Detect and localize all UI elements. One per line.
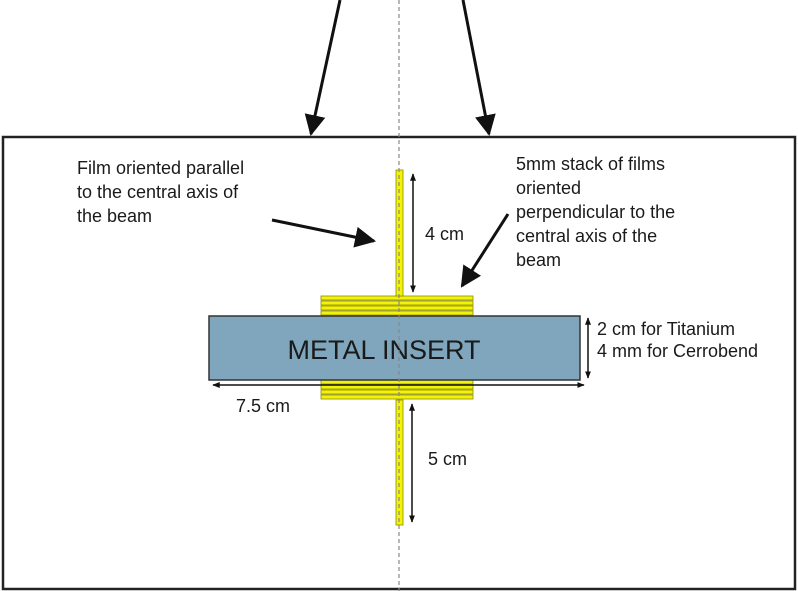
perpendicular-line-3: perpendicular to the [516, 202, 675, 222]
thickness-label: 2 cm for Titanium 4 mm for Cerrobend [597, 319, 758, 361]
lower-film-length-label: 5 cm [428, 449, 467, 469]
thickness-line-2: 4 mm for Cerrobend [597, 341, 758, 361]
parallel-film-pointer-arrow [271, 218, 377, 248]
parallel-film-line-3: the beam [77, 206, 152, 226]
perpendicular-line-2: oriented [516, 178, 581, 198]
perpendicular-stack-pointer-arrow [460, 213, 510, 288]
perpendicular-line-4: central axis of the [516, 226, 657, 246]
half-width-label: 7.5 cm [236, 396, 290, 416]
parallel-film-callout: Film oriented parallel to the central ax… [77, 158, 249, 226]
perpendicular-line-5: beam [516, 250, 561, 270]
perpendicular-stack-callout: 5mm stack of films oriented perpendicula… [516, 154, 680, 270]
lower-film-stack [320, 379, 474, 400]
beam-edge-left-arrow [304, 0, 342, 137]
metal-insert [208, 315, 581, 381]
metal-insert-label: METAL INSERT [287, 335, 480, 365]
beam-edge-right-arrow [461, 0, 496, 137]
parallel-film-line-1: Film oriented parallel [77, 158, 244, 178]
thickness-line-1: 2 cm for Titanium [597, 319, 735, 339]
parallel-film-line-2: to the central axis of [77, 182, 239, 202]
perpendicular-line-1: 5mm stack of films [516, 154, 665, 174]
upper-film-stack [320, 295, 474, 316]
upper-film-length-label: 4 cm [425, 224, 464, 244]
